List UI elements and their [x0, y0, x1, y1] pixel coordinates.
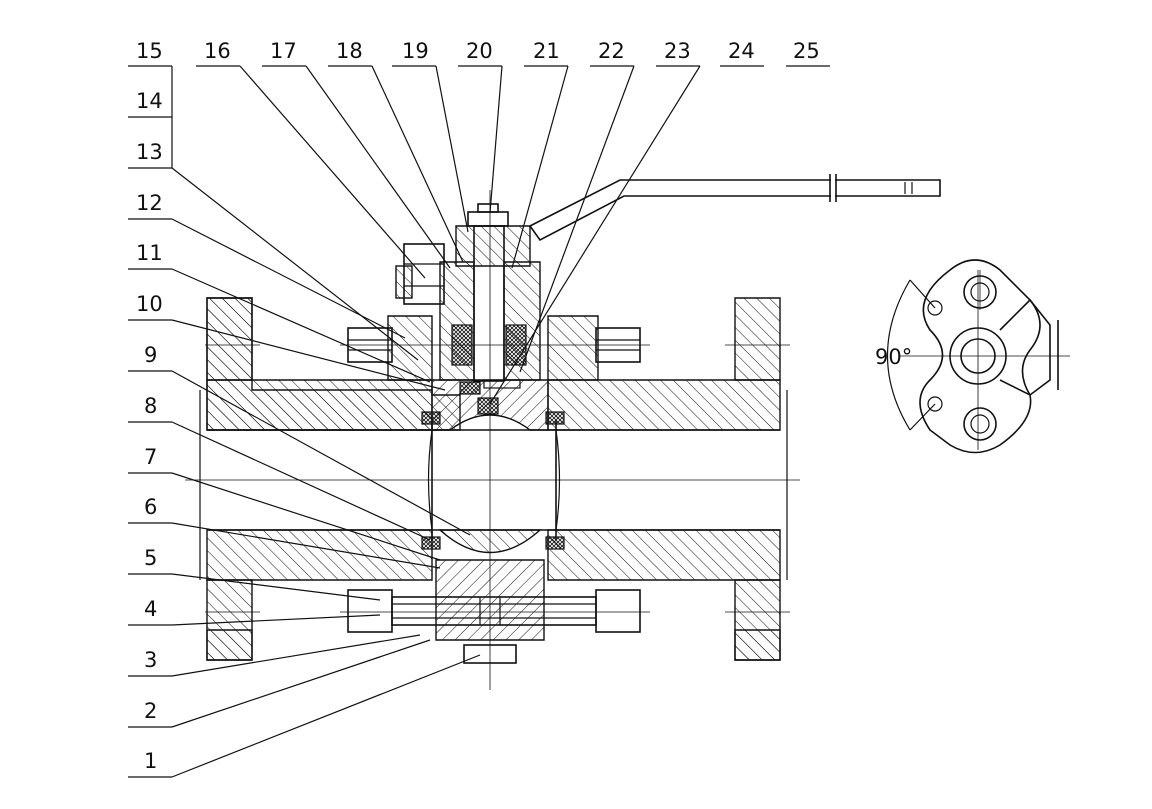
label-underlines [128, 65, 830, 778]
label-4: 4 [144, 597, 157, 621]
top-view: 90° [875, 259, 1070, 454]
label-20: 20 [466, 39, 493, 63]
label-17: 17 [270, 39, 297, 63]
label-18: 18 [336, 39, 363, 63]
label-10: 10 [136, 292, 163, 316]
label-15: 15 [136, 39, 163, 63]
label-2: 2 [144, 699, 157, 723]
seat-upper-left [421, 411, 441, 425]
label-5: 5 [144, 546, 157, 570]
label-24: 24 [728, 39, 755, 63]
label-23: 23 [664, 39, 691, 63]
label-19: 19 [402, 39, 429, 63]
label-21: 21 [533, 39, 560, 63]
label-9: 9 [144, 343, 157, 367]
label-12: 12 [136, 191, 163, 215]
left-labels: 14 13 12 11 10 9 8 7 6 5 4 3 2 1 [136, 89, 163, 773]
label-14: 14 [136, 89, 163, 113]
seat-lower-right [545, 536, 565, 550]
label-1: 1 [144, 749, 157, 773]
lower-tie-bolt [347, 589, 641, 633]
label-3: 3 [144, 648, 157, 672]
label-22: 22 [598, 39, 625, 63]
handle [528, 179, 941, 242]
label-16: 16 [204, 39, 231, 63]
angle-label: 90° [875, 345, 912, 369]
label-7: 7 [144, 445, 157, 469]
label-11: 11 [136, 241, 163, 265]
label-6: 6 [144, 495, 157, 519]
seat-lower-left [421, 536, 441, 550]
label-8: 8 [144, 394, 157, 418]
top-labels: 15 16 17 18 19 20 21 22 23 24 25 [136, 39, 820, 63]
valve-section [185, 174, 941, 690]
seat-upper-right [545, 411, 565, 425]
label-25: 25 [793, 39, 820, 63]
label-13: 13 [136, 140, 163, 164]
